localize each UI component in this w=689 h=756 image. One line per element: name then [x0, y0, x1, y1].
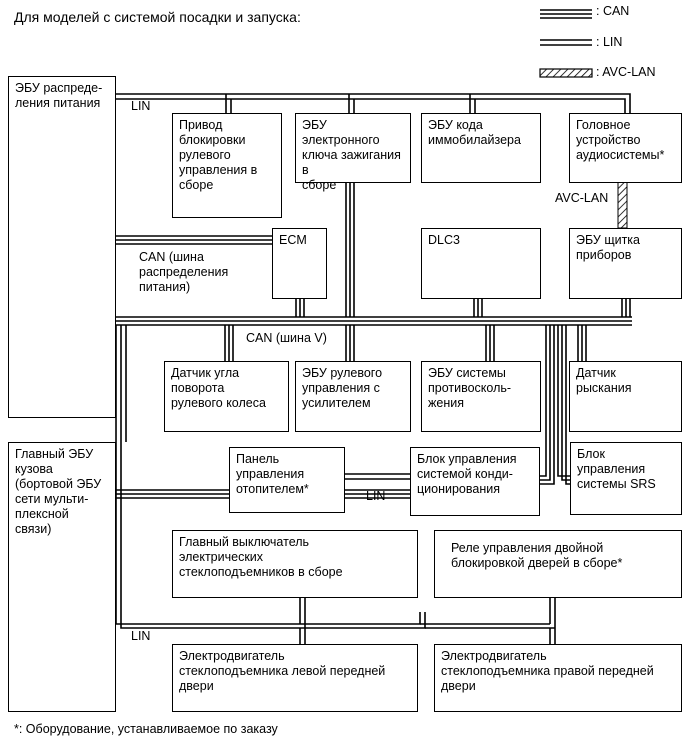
eps-ecu: ЭБУ рулевого управления с усилителем [295, 361, 411, 432]
double-lock-door-relay: Реле управления двойной блокировкой двер… [434, 530, 682, 598]
steering-angle-sensor: Датчик угла поворота рулевого колеса [164, 361, 289, 432]
avc-lan-link [617, 180, 628, 229]
footnote: *: Оборудование, устанавливаемое по зака… [14, 722, 278, 736]
legend-can-label: : CAN [596, 4, 630, 18]
srs-control-unit: Блок управления системы SRS [570, 442, 682, 515]
main-body-ecu: Главный ЭБУ кузова (бортовой ЭБУ сети му… [8, 442, 116, 712]
lin-top-label: LIN [131, 99, 151, 113]
meter-ecu: ЭБУ щитка приборов [569, 228, 682, 299]
can-power-bus-label: CAN (шина распределения питания) [139, 250, 229, 294]
lin-heater-ac-label: LIN [366, 489, 386, 503]
heater-control-panel: Панель управления отопителем* [229, 447, 345, 513]
diagram-title: Для моделей с системой посадки и запуска… [14, 9, 301, 25]
ignition-key-ecu: ЭБУ электронного ключа зажигания в сборе [295, 113, 411, 192]
skid-control-ecu: ЭБУ системы противосколь- жения [421, 361, 541, 432]
lin-bottom-bus [115, 442, 556, 644]
legend-avc-lan-line [539, 68, 593, 78]
avc-lan-label: AVC-LAN [555, 191, 609, 205]
can-v-bus [115, 299, 632, 485]
power-window-master-switch: Главный выключатель электрических стекло… [172, 530, 418, 598]
ac-control-unit: Блок управления системой конди- циониров… [410, 447, 540, 516]
yaw-rate-sensor: Датчик рыскания [569, 361, 682, 432]
can-power-bus [116, 181, 355, 317]
steering-lock-actuator: Привод блокировки рулевого управления в … [172, 113, 282, 218]
lin-heater-ac [345, 473, 410, 480]
window-motor-right-front: Электродвигатель стеклоподъемника правой… [434, 644, 682, 712]
dlc3-box: DLC3 [421, 228, 541, 299]
can-v-bus-label: CAN (шина V) [246, 331, 327, 345]
legend-avc-lan-label: : AVC-LAN [596, 65, 656, 79]
audio-head-unit: Головное устройство аудиосистемы* [569, 113, 682, 183]
immobilizer-ecu: ЭБУ кода иммобилайзера [421, 113, 541, 183]
lin-top-bus [116, 93, 631, 115]
ecm-box: ECM [272, 228, 327, 299]
legend-lin-label: : LIN [596, 35, 623, 49]
legend-can-line [540, 9, 592, 19]
window-motor-left-front: Электродвигатель стеклоподъемника левой … [172, 644, 418, 712]
ecu-power-distribution: ЭБУ распреде- ления питания [8, 76, 116, 418]
lin-bottom-label: LIN [131, 629, 151, 643]
legend-lin-line [540, 39, 592, 46]
